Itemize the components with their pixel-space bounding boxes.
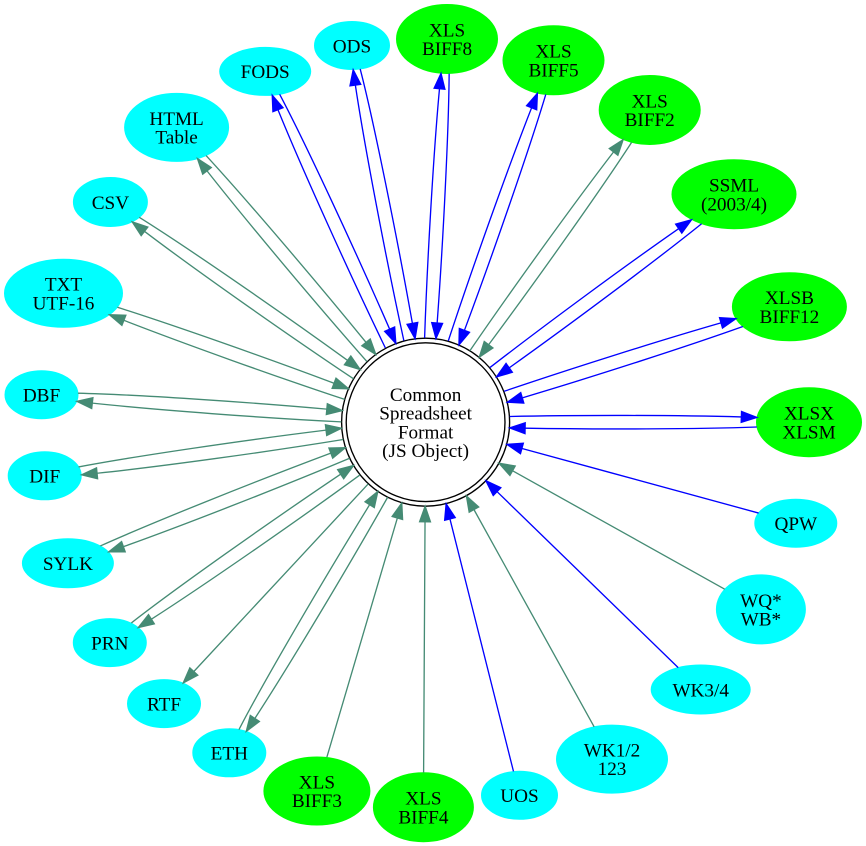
svg-text:QPW: QPW (774, 514, 818, 535)
svg-text:WQ*: WQ* (740, 591, 782, 612)
svg-text:Spreadsheet: Spreadsheet (379, 404, 472, 425)
svg-text:XLS: XLS (299, 772, 335, 793)
svg-text:UOS: UOS (500, 786, 538, 807)
svg-text:XLSM: XLSM (782, 422, 835, 443)
svg-text:123: 123 (598, 759, 627, 780)
svg-text:HTML: HTML (149, 109, 203, 130)
svg-text:XLS: XLS (535, 42, 571, 63)
svg-text:BIFF8: BIFF8 (422, 39, 472, 60)
svg-text:XLSX: XLSX (784, 404, 834, 425)
svg-text:UTF-16: UTF-16 (33, 293, 95, 314)
svg-text:Table: Table (155, 128, 197, 149)
svg-text:ETH: ETH (211, 744, 248, 765)
svg-text:ODS: ODS (333, 36, 371, 57)
svg-text:XLS: XLS (429, 20, 465, 41)
svg-text:XLS: XLS (405, 789, 441, 810)
svg-text:BIFF3: BIFF3 (292, 791, 342, 812)
svg-text:XLS: XLS (632, 91, 668, 112)
svg-text:BIFF4: BIFF4 (398, 807, 449, 828)
svg-text:(2003/4): (2003/4) (701, 194, 767, 215)
svg-text:BIFF12: BIFF12 (760, 307, 820, 328)
svg-text:PRN: PRN (91, 633, 128, 654)
svg-text:WK1/2: WK1/2 (584, 741, 641, 762)
svg-text:BIFF5: BIFF5 (528, 60, 578, 81)
svg-text:Format: Format (398, 422, 454, 443)
svg-text:WB*: WB* (741, 610, 782, 631)
svg-text:XLSB: XLSB (765, 288, 814, 309)
svg-text:CSV: CSV (92, 193, 129, 214)
svg-text:FODS: FODS (241, 62, 290, 83)
svg-text:Common: Common (390, 385, 462, 406)
svg-text:TXT: TXT (45, 275, 83, 296)
svg-text:BIFF2: BIFF2 (625, 110, 675, 131)
svg-text:SYLK: SYLK (43, 554, 93, 575)
svg-text:WK3/4: WK3/4 (672, 680, 729, 701)
svg-text:DIF: DIF (29, 467, 60, 488)
svg-text:RTF: RTF (147, 694, 181, 715)
svg-text:SSML: SSML (709, 176, 759, 197)
svg-text:DBF: DBF (23, 385, 60, 406)
svg-text:(JS Object): (JS Object) (382, 441, 469, 462)
